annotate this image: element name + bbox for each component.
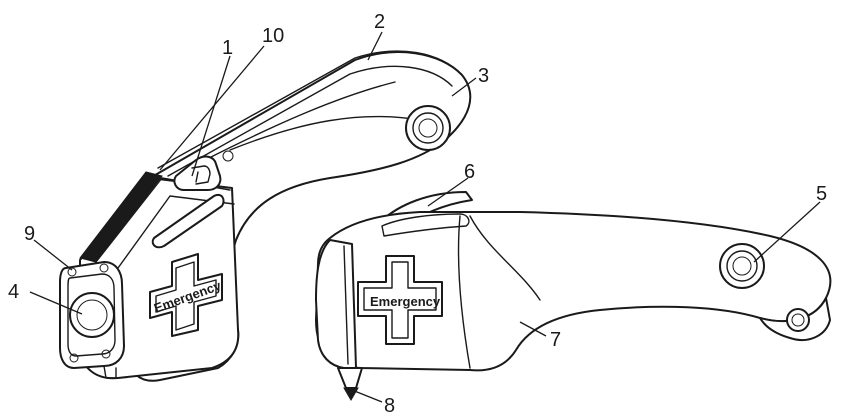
callout-7: 7	[550, 329, 561, 351]
leader-3	[451, 77, 477, 97]
callout-4: 4	[8, 281, 19, 303]
right-rear-knob	[719, 243, 765, 289]
power-icon	[191, 165, 211, 185]
right-emblem-text: Emergency	[370, 294, 441, 309]
leader-1	[191, 55, 231, 177]
lens-screw-icon	[67, 267, 77, 277]
leader-6	[427, 177, 469, 207]
left-side-groove	[229, 115, 421, 151]
lens-screw-icon	[99, 263, 109, 273]
leader-4	[29, 291, 83, 315]
leader-lines	[29, 31, 821, 403]
leader-2	[367, 31, 383, 61]
callout-1: 1	[222, 37, 233, 59]
leader-7	[519, 321, 547, 337]
left-device: Emergency	[59, 50, 472, 382]
right-front-cap	[315, 239, 357, 369]
right-top-slot	[381, 213, 470, 237]
left-head-band	[79, 171, 163, 263]
left-top-rail	[157, 50, 463, 169]
leader-5	[753, 201, 821, 263]
leader-8	[351, 389, 383, 403]
callout-8: 8	[384, 395, 395, 417]
leader-10	[159, 45, 265, 171]
right-device: Emergency	[315, 191, 832, 401]
callout-10: 10	[262, 25, 284, 47]
left-slot-window	[151, 194, 225, 249]
right-loop-hole	[786, 308, 810, 332]
leader-9	[33, 239, 73, 271]
callout-9: 9	[24, 223, 35, 245]
right-cross-emblem: Emergency	[357, 255, 443, 345]
callout-6: 6	[464, 161, 475, 183]
callout-2: 2	[374, 11, 385, 33]
left-rear-knob	[405, 105, 451, 151]
callout-labels: 1 2 3 4 5 6 7 8 9 10	[8, 11, 827, 417]
window-breaker-tip	[337, 367, 363, 389]
callout-5: 5	[816, 183, 827, 205]
left-lens	[69, 292, 115, 338]
lens-screw-icon	[101, 349, 111, 359]
callout-3: 3	[478, 65, 489, 87]
left-small-hole	[222, 150, 234, 162]
lens-screw-icon	[69, 353, 79, 363]
